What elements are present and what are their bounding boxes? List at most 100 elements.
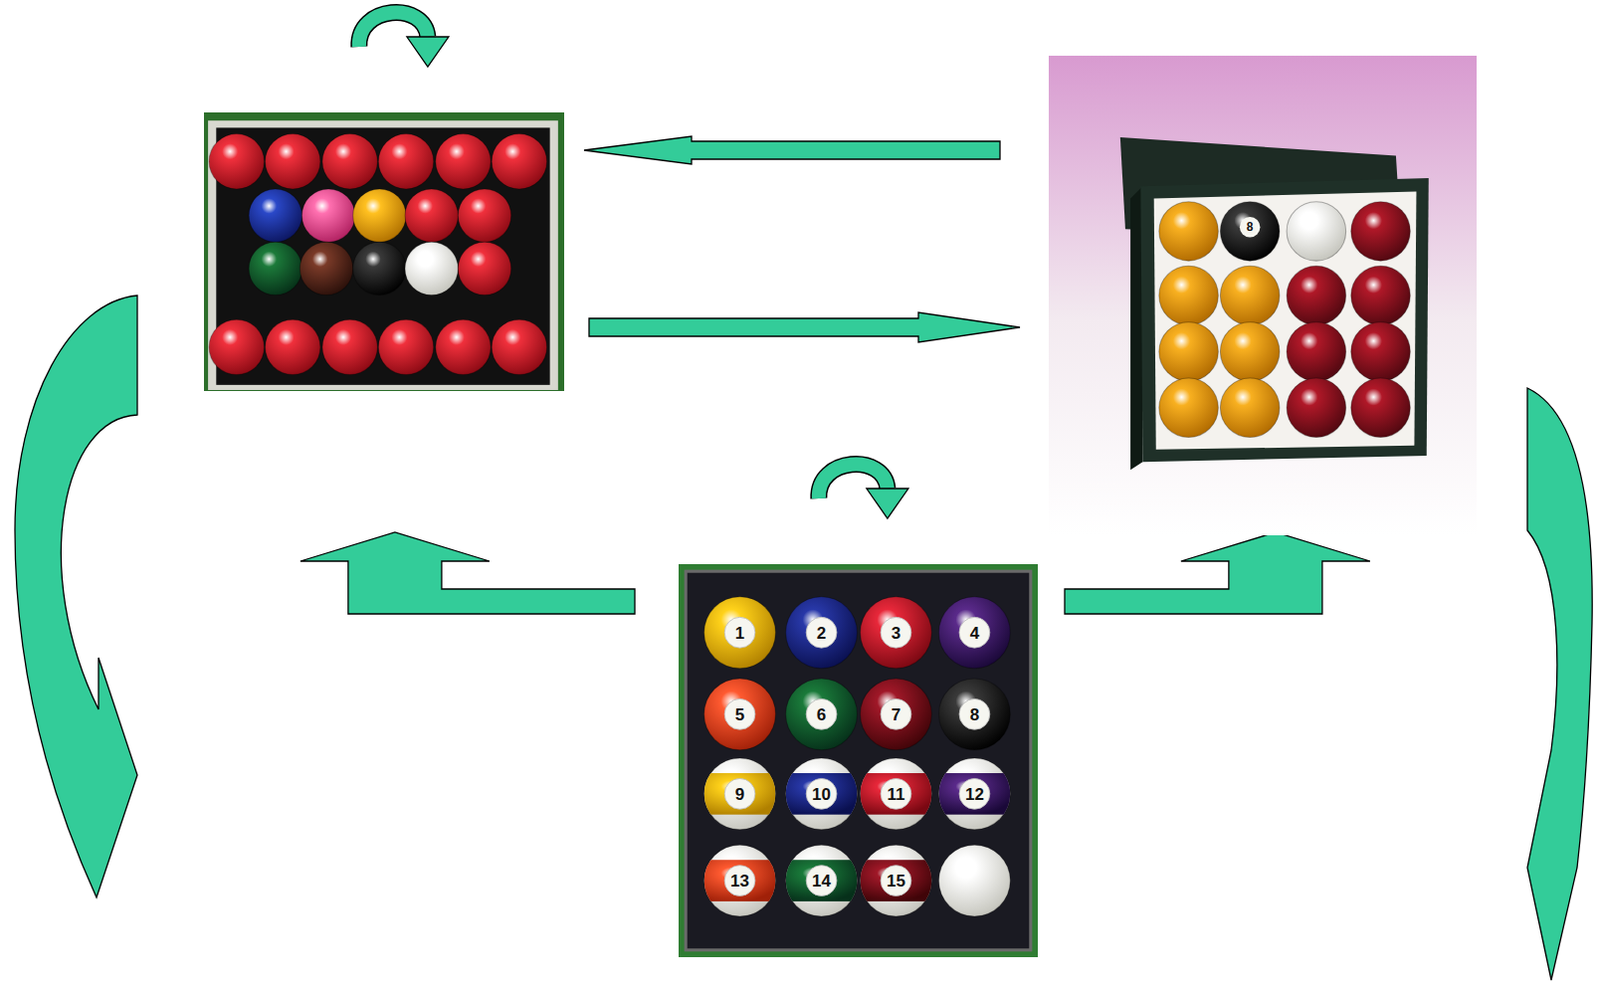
ball	[353, 189, 406, 242]
ball-stripe	[704, 773, 777, 815]
box-tray	[1140, 178, 1428, 462]
block-arrow	[1064, 532, 1371, 614]
number-disc	[805, 865, 837, 897]
number-disc	[880, 778, 912, 809]
table-felt	[678, 564, 1038, 958]
ball	[704, 844, 777, 917]
number-disc	[805, 616, 837, 648]
ball-stripe	[860, 773, 933, 815]
number-disc	[880, 616, 912, 648]
ball	[704, 597, 777, 669]
ball	[208, 134, 264, 190]
photo-background	[1048, 55, 1477, 536]
number-disc	[1239, 216, 1261, 238]
ball	[322, 134, 378, 190]
ball	[860, 758, 933, 830]
arrow-head	[406, 36, 449, 67]
ball	[378, 319, 433, 375]
bent-block-arrow	[1064, 532, 1371, 614]
block-arrow	[300, 532, 635, 614]
ball	[860, 678, 933, 751]
ball	[786, 597, 858, 669]
ball	[299, 241, 353, 295]
block-arrow	[589, 312, 1020, 343]
block-arrow	[359, 12, 449, 67]
box-side	[1130, 186, 1143, 470]
ball-number: 9	[735, 785, 745, 802]
ball	[301, 189, 355, 242]
ball	[939, 678, 1011, 751]
ball	[939, 758, 1011, 830]
ball	[404, 189, 458, 242]
ball-number: 12	[965, 785, 985, 802]
ball	[860, 597, 933, 669]
ball	[208, 319, 264, 375]
ball	[353, 241, 406, 295]
ball	[860, 844, 933, 917]
ball	[704, 678, 777, 751]
ball	[248, 189, 302, 242]
ball	[1351, 322, 1411, 382]
ball	[1286, 378, 1347, 437]
number-disc	[724, 865, 756, 897]
ball	[1159, 201, 1219, 261]
straight-block-arrow	[589, 312, 1020, 343]
ball	[786, 758, 858, 830]
ball-number: 7	[891, 705, 901, 723]
ball-number: 15	[886, 872, 906, 890]
box-tray	[207, 120, 559, 391]
curved-arrow	[14, 295, 138, 898]
ball	[248, 241, 302, 295]
ball	[491, 319, 547, 375]
ball	[435, 319, 491, 375]
ball-number: 6	[816, 705, 826, 723]
ball	[939, 844, 1011, 917]
ball	[939, 597, 1011, 669]
ball	[1351, 378, 1411, 437]
number-disc	[880, 865, 912, 897]
ball-number: 14	[811, 872, 831, 890]
ball	[1219, 322, 1280, 382]
ball-number: 2	[816, 623, 826, 641]
ball-set-illustration	[1048, 55, 1477, 536]
ball-stripe	[860, 859, 933, 902]
ball	[457, 241, 511, 295]
ball-set-photo: 123456789101112131415	[678, 564, 1038, 958]
block-arrow	[584, 136, 1000, 165]
number-disc	[805, 778, 837, 809]
ball-number: 1	[735, 623, 745, 641]
ball	[786, 844, 858, 917]
ball	[704, 758, 777, 830]
ball-set-illustration	[678, 564, 1038, 958]
ball	[322, 319, 378, 375]
number-disc	[959, 778, 991, 809]
box-tray	[685, 571, 1031, 951]
number-disc	[880, 698, 912, 730]
ball	[457, 189, 511, 242]
number-disc	[959, 616, 991, 648]
ball-number: 3	[891, 623, 901, 641]
box-inner	[1154, 191, 1417, 449]
straight-block-arrow	[584, 136, 1000, 165]
ball	[378, 134, 433, 190]
ball	[1351, 201, 1411, 261]
ball-number: 13	[730, 872, 750, 890]
ball-stripe	[786, 773, 858, 815]
ball	[1286, 201, 1347, 261]
ball	[1159, 378, 1219, 437]
number-disc	[805, 698, 837, 730]
ball-set-photo	[203, 112, 565, 392]
ball-number: 11	[886, 785, 905, 802]
ball-stripe	[704, 859, 777, 902]
number-disc	[724, 778, 756, 809]
ball-stripe	[786, 859, 858, 902]
ball-stripe	[939, 773, 1011, 815]
ball-number: 8	[970, 705, 980, 723]
ball	[1159, 322, 1219, 382]
ball	[1351, 265, 1411, 325]
ball-set-illustration	[203, 112, 565, 392]
ball	[265, 134, 321, 190]
ball-number: 8	[1246, 220, 1254, 233]
arrow-head	[866, 488, 909, 519]
ball	[1219, 378, 1280, 437]
